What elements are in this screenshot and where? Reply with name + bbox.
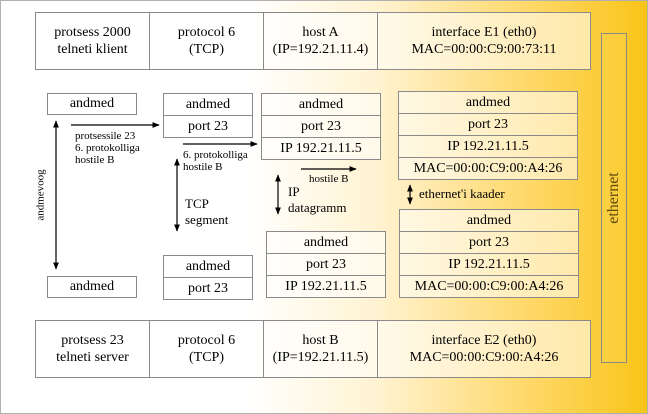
- bottom-protocol-line1: protocol 6: [177, 333, 236, 348]
- bottom-interface-line1: interface E2 (eth0): [431, 333, 537, 348]
- sender-frame-port: port 23: [399, 114, 577, 136]
- to-ip-label-line2: hostile B: [183, 161, 223, 173]
- receiver-tcp-segment: andmed port 23: [163, 255, 253, 300]
- tcp-segment-label-line1: TCP: [185, 196, 209, 211]
- sender-tcp-data: andmed: [164, 94, 252, 116]
- receiver-frame-mac: MAC=00:00:C9:00:A4:26: [414, 279, 564, 294]
- sender-ip-port: port 23: [262, 116, 380, 138]
- top-host-cell: host A (IP=192.21.11.4): [264, 13, 378, 69]
- sender-frame-data: andmed: [399, 92, 577, 114]
- bottom-layer-row: protsess 23 telneti server protocol 6 (T…: [35, 320, 591, 378]
- bottom-host-line2: (IP=192.21.11.5): [272, 350, 369, 365]
- top-host-line2: (IP=192.21.11.4): [272, 42, 369, 57]
- receiver-data-text: andmed: [69, 279, 115, 294]
- ethernet-frame-label: ethernet'i kaader: [419, 186, 505, 201]
- top-process-cell: protsess 2000 telneti klient: [36, 13, 150, 69]
- receiver-frame-ip: IP 192.21.11.5: [400, 254, 578, 276]
- receiver-frame-data: andmed: [400, 210, 578, 232]
- ethernet-bus: ethernet: [601, 33, 627, 363]
- receiver-ip-port: port 23: [267, 254, 385, 276]
- sender-data-text: andmed: [69, 96, 115, 111]
- tcp-segment-label-line2: segment: [185, 212, 229, 227]
- bottom-process-line1: protsess 23: [61, 333, 124, 348]
- bottom-protocol-line2: (TCP): [189, 350, 224, 365]
- receiver-data-box: andmed: [47, 276, 137, 298]
- bottom-protocol-cell: protocol 6 (TCP): [150, 321, 264, 377]
- sender-ip-data: andmed: [262, 94, 380, 116]
- sender-ip-datagram: andmed port 23 IP 192.21.11.5: [261, 93, 381, 160]
- data-flow-label: andmevoog: [34, 169, 47, 221]
- sender-tcp-segment: andmed port 23: [163, 93, 253, 138]
- bottom-host-line1: host B: [302, 333, 339, 348]
- sender-data-box: andmed: [47, 93, 137, 115]
- to-frame-label: hostile B: [309, 173, 349, 185]
- to-ip-label-line1: 6. protokolliga: [183, 149, 248, 161]
- sender-frame-mac: MAC=00:00:C9:00:A4:26: [413, 161, 563, 176]
- sender-frame-ip: IP 192.21.11.5: [399, 136, 577, 158]
- receiver-ip-address: IP 192.21.11.5: [285, 279, 367, 294]
- top-protocol-line2: (TCP): [189, 42, 224, 57]
- bottom-interface-line2: MAC=00:00:C9:00:A4:26: [409, 350, 559, 365]
- top-host-line1: host A: [302, 25, 339, 40]
- top-layer-row: protsess 2000 telneti klient protocol 6 …: [35, 12, 591, 70]
- to-tcp-label-line1: protsessile 23: [75, 130, 136, 142]
- ip-datagram-label-line2: datagramm: [288, 200, 347, 215]
- top-process-line2: telneti klient: [57, 42, 128, 57]
- to-tcp-label-line3: hostile B: [75, 154, 115, 166]
- ip-datagram-label-line1: IP: [288, 184, 300, 199]
- bottom-process-cell: protsess 23 telneti server: [36, 321, 150, 377]
- bottom-host-cell: host B (IP=192.21.11.5): [264, 321, 378, 377]
- sender-ethernet-frame: andmed port 23 IP 192.21.11.5 MAC=00:00:…: [398, 91, 578, 180]
- receiver-ip-data: andmed: [267, 232, 385, 254]
- top-protocol-line1: protocol 6: [177, 25, 236, 40]
- receiver-ethernet-frame: andmed port 23 IP 192.21.11.5 MAC=00:00:…: [399, 209, 579, 298]
- top-process-line1: protsess 2000: [54, 25, 131, 40]
- bottom-process-line2: telneti server: [56, 350, 129, 365]
- sender-ip-address: IP 192.21.11.5: [280, 141, 362, 156]
- top-interface-cell: interface E1 (eth0) MAC=00:00:C9:00:73:1…: [378, 13, 590, 69]
- top-protocol-cell: protocol 6 (TCP): [150, 13, 264, 69]
- receiver-frame-port: port 23: [400, 232, 578, 254]
- receiver-ip-datagram: andmed port 23 IP 192.21.11.5: [266, 231, 386, 298]
- to-tcp-label-line2: 6. protokolliga: [75, 142, 140, 154]
- sender-tcp-port: port 23: [187, 119, 229, 134]
- receiver-tcp-port: port 23: [187, 281, 229, 296]
- top-interface-line1: interface E1 (eth0): [431, 25, 537, 40]
- bottom-interface-cell: interface E2 (eth0) MAC=00:00:C9:00:A4:2…: [378, 321, 590, 377]
- top-interface-line2: MAC=00:00:C9:00:73:11: [411, 42, 557, 57]
- receiver-tcp-data: andmed: [164, 256, 252, 278]
